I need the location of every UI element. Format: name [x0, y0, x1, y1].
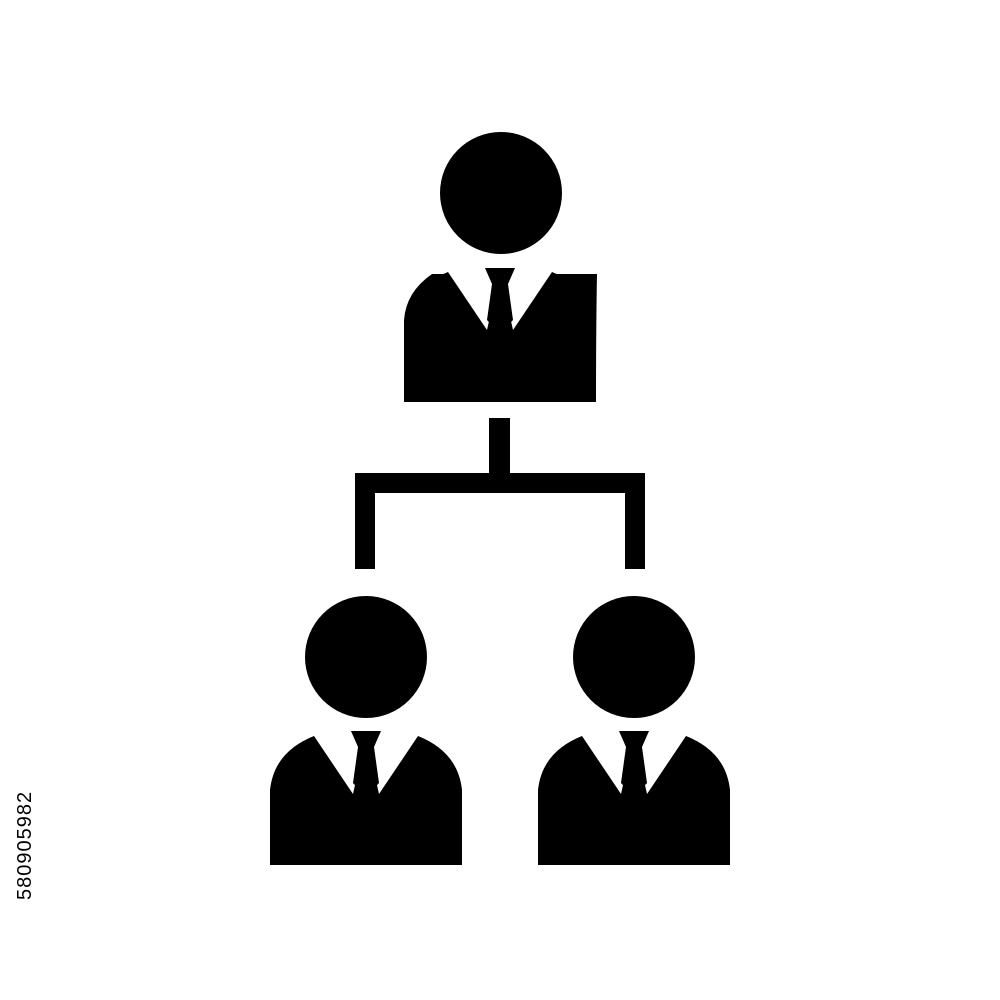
- right-person-tie: [619, 731, 649, 797]
- connector-vertical-top: [489, 418, 510, 474]
- right-person-collar: [582, 736, 686, 794]
- manager-collar: [448, 272, 552, 330]
- connector-horizontal: [355, 473, 645, 493]
- right-person-body: [538, 736, 730, 865]
- left-person-body: [270, 736, 462, 865]
- manager-head: [440, 132, 562, 254]
- stock-id-label: 580905982: [14, 790, 36, 900]
- connector-right-drop: [625, 473, 645, 569]
- subordinate-right-person-icon: [538, 596, 730, 865]
- connector-left-drop: [355, 473, 375, 569]
- left-person-tie: [351, 731, 381, 797]
- hierarchy-connector: [355, 418, 645, 569]
- right-person-head: [573, 596, 695, 718]
- left-person-head: [305, 596, 427, 718]
- manager-body-shoulders: [404, 272, 596, 402]
- subordinate-left-person-icon: [270, 596, 462, 865]
- manager-tie: [485, 268, 515, 334]
- left-person-collar: [314, 736, 418, 794]
- manager-person-icon: [404, 132, 597, 402]
